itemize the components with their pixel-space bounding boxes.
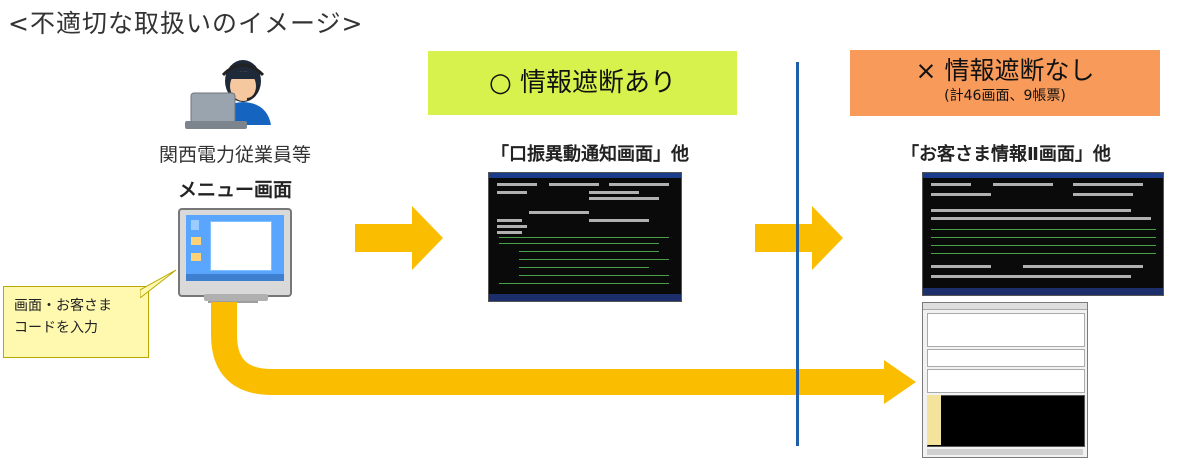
- menu-screen-caption: メニュー画面: [177, 179, 292, 201]
- monitor-illustration: [178, 208, 292, 303]
- person-caption: 関西電力従業員等: [158, 144, 311, 166]
- taskbar: [186, 274, 284, 281]
- customer-info-screen-image: [922, 172, 1164, 296]
- screen-ok-title: 「口振異動通知画面」他: [491, 144, 689, 165]
- transfer-notice-screen-image: [488, 172, 682, 302]
- arrow-to-ng-screen: [755, 206, 843, 270]
- customer-form-screen-image: [922, 302, 1088, 458]
- callout-box: 画面・お客さま コードを入力: [3, 286, 149, 358]
- folder-icon: [191, 253, 201, 261]
- page-title: <不適切な取扱いのイメージ>: [8, 9, 364, 38]
- person-at-laptop-illustration: [185, 60, 271, 129]
- bypass-route-arrow: [211, 302, 885, 395]
- banner-info-not-blocked: × 情報遮断なし (計46画面、9帳票): [850, 50, 1160, 116]
- callout-line-1: 画面・お客さま: [14, 298, 112, 314]
- banner-ng-title: × 情報遮断なし: [915, 56, 1095, 85]
- banner-ng-subtitle: (計46画面、9帳票): [944, 88, 1066, 104]
- monitor-base: [204, 294, 268, 301]
- trash-icon: [191, 220, 199, 230]
- bypass-arrow-head: [884, 360, 916, 404]
- menu-window: [210, 221, 272, 271]
- arrow-to-ok-screen: [355, 206, 443, 270]
- folder-icon: [191, 237, 201, 245]
- divider-line: [796, 62, 799, 446]
- screen-ng-title: 「お客さま情報Ⅱ画面」他: [901, 144, 1111, 165]
- banner-info-blocked: ○ 情報遮断あり: [428, 51, 737, 115]
- monitor-screen: [186, 215, 284, 281]
- callout-line-2: コードを入力: [14, 320, 98, 336]
- callout-pointer: [140, 269, 177, 298]
